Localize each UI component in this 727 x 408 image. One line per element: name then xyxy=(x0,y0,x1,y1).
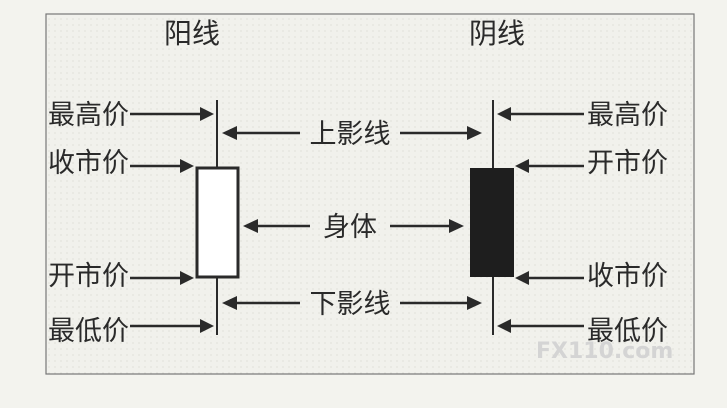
yin-label-high: 最高价 xyxy=(587,100,668,131)
yang-arrowhead-low xyxy=(200,319,214,333)
yang-label-high: 最高价 xyxy=(48,100,129,131)
yang-arrowhead-high xyxy=(200,107,214,121)
diagram-frame xyxy=(45,13,695,375)
yang-arrowhead-open xyxy=(180,271,194,285)
yin-label-open: 开市价 xyxy=(587,148,668,179)
yin-body xyxy=(470,168,514,277)
lower-shadow-arrowhead-left xyxy=(222,296,237,310)
upper-shadow-arrowhead-right xyxy=(467,126,482,140)
yin-arrowhead-high xyxy=(497,107,511,121)
label-body: 身体 xyxy=(323,212,377,243)
yin-label-low: 最低价 xyxy=(587,316,668,347)
yang-body xyxy=(195,166,240,279)
upper-shadow-arrowhead-left xyxy=(222,126,237,140)
yang-label-close: 收市价 xyxy=(48,148,129,179)
yin-title: 阴线 xyxy=(469,17,525,50)
label-lower-shadow: 下影线 xyxy=(310,289,391,320)
label-upper-shadow: 上影线 xyxy=(310,119,391,150)
yang-title: 阳线 xyxy=(164,17,220,50)
yin-arrowhead-low xyxy=(497,319,511,333)
yin-arrowhead-close xyxy=(515,271,529,285)
yang-label-low: 最低价 xyxy=(48,316,129,347)
yin-label-close: 收市价 xyxy=(587,261,668,292)
body-arrowhead-left xyxy=(243,219,258,233)
body-arrowhead-right xyxy=(449,219,464,233)
yang-arrowhead-close xyxy=(180,159,194,173)
yang-label-open: 开市价 xyxy=(48,261,129,292)
yin-arrowhead-open xyxy=(515,159,529,173)
lower-shadow-arrowhead-right xyxy=(467,296,482,310)
watermark: FX110.com xyxy=(536,339,673,364)
